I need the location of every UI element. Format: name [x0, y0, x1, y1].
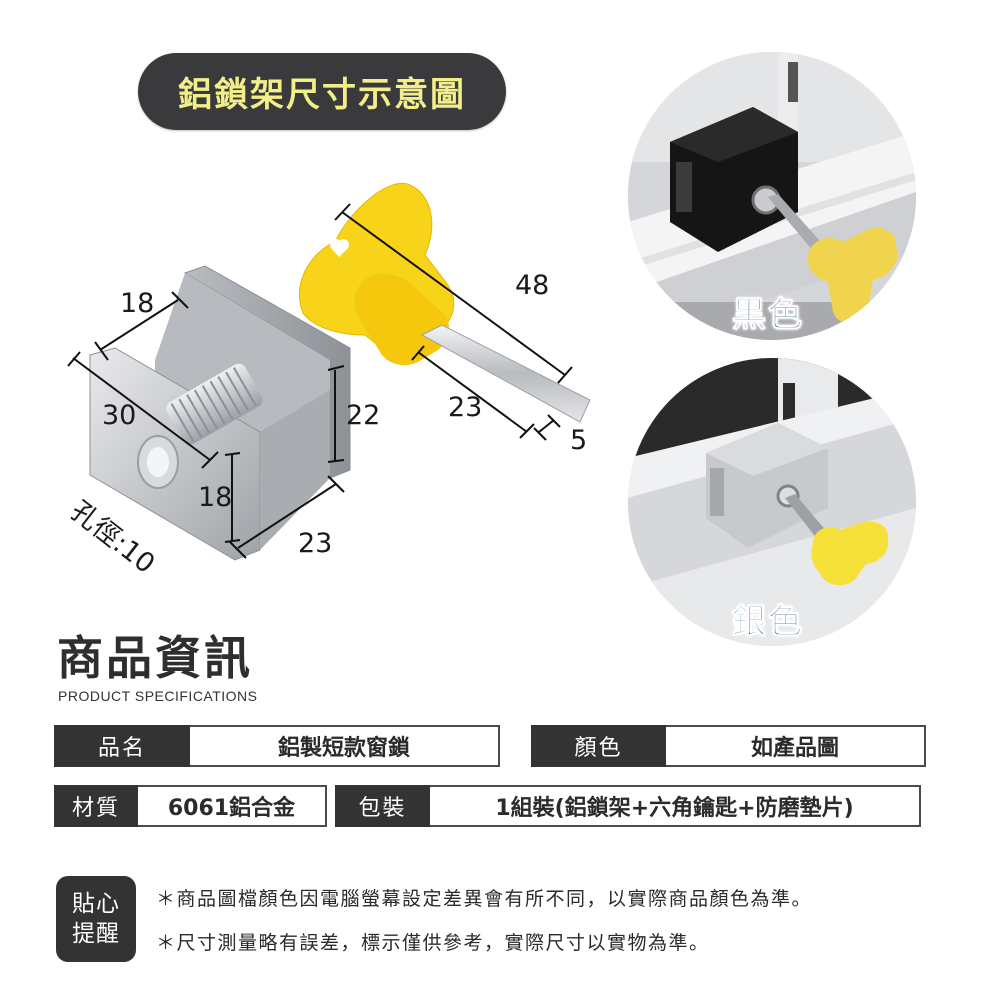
spec-row-material: 材質 6061鋁合金 [54, 785, 327, 827]
lock-bracket-and-key-illustration [67, 182, 591, 561]
spec-label-color: 顏色 [531, 725, 666, 767]
specs-subtitle: PRODUCT SPECIFICATIONS [58, 688, 258, 704]
dim-key-shaft-length: 23 [448, 392, 483, 423]
reminder-note-color: ＊商品圖檔顏色因電腦螢幕設定差異會有所不同，以實際商品顏色為準。 [156, 888, 813, 910]
silver-lock-installed-image [628, 358, 916, 646]
dim-length: 30 [102, 400, 137, 431]
spec-label-package: 包裝 [335, 785, 430, 827]
variant-black-photo: 黑色 [628, 52, 916, 340]
diagram-title-pill: 鋁鎖架尺寸示意圖 [138, 53, 506, 130]
reminder-badge: 貼心 提醒 [56, 876, 136, 962]
spec-row-name: 品名 鋁製短款窗鎖 [54, 725, 500, 767]
variant-silver-photo: 銀色 [628, 358, 916, 646]
spec-value-material: 6061鋁合金 [138, 785, 327, 827]
diagram-title: 鋁鎖架尺寸示意圖 [178, 75, 466, 115]
specs-title: 商品資訊 [57, 631, 253, 685]
spec-value-package: 1組裝(鋁鎖架+六角鑰匙+防磨墊片) [430, 785, 921, 827]
spec-label-product-name: 品名 [54, 725, 190, 767]
reminder-badge-line2: 提醒 [72, 921, 120, 947]
variant-silver-label: 銀色 [732, 602, 804, 643]
dim-depth: 23 [298, 528, 333, 559]
dim-front-height: 18 [198, 482, 233, 513]
dim-side-height: 22 [346, 400, 381, 431]
dimension-diagram: 18 30 18 22 23 孔徑:10 48 23 5 [60, 170, 610, 580]
reminder-badge-line1: 貼心 [72, 891, 120, 917]
dim-key-shaft-width: 5 [570, 425, 588, 456]
spec-value-color: 如產品圖 [666, 725, 926, 767]
spec-row-color: 顏色 如產品圖 [531, 725, 926, 767]
spec-row-package: 包裝 1組裝(鋁鎖架+六角鑰匙+防磨墊片) [335, 785, 921, 827]
variant-black-label: 黑色 [732, 295, 804, 336]
spec-value-product-name: 鋁製短款窗鎖 [190, 725, 500, 767]
spec-label-material: 材質 [54, 785, 138, 827]
reminder-note-size: ＊尺寸測量略有誤差，標示僅供參考，實際尺寸以實物為準。 [156, 932, 710, 954]
dim-key-total-length: 48 [515, 270, 550, 301]
dim-top-width: 18 [120, 288, 155, 319]
